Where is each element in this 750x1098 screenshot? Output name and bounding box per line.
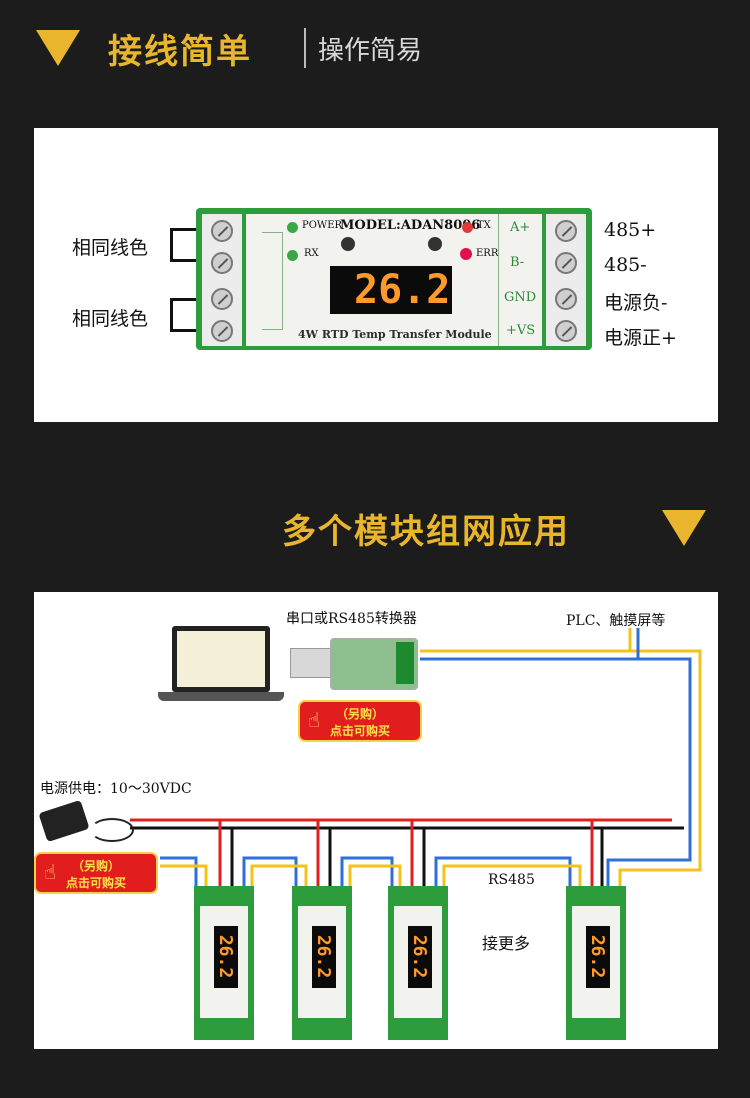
laptop-base-icon (158, 692, 284, 701)
screw-terminal (211, 220, 233, 242)
display-window (330, 266, 452, 314)
terminal-label-column (498, 214, 543, 346)
usb-plug-icon (290, 648, 332, 678)
bracket-top (170, 228, 202, 262)
section-title-network: 多个模块组网应用 (282, 512, 570, 552)
connect-more-label: 接更多 (482, 934, 531, 953)
button-right-icon (428, 237, 442, 251)
circuit-diagram-icon (262, 232, 283, 330)
mini-module-4: 26.2 (566, 886, 626, 1040)
screw-terminal (555, 320, 577, 342)
screw-terminal (555, 220, 577, 242)
converter-terminal-icon (396, 642, 414, 684)
buy-note: （另购） (335, 707, 384, 721)
button-left-icon (341, 237, 355, 251)
mini-module-3: 26.2 (388, 886, 448, 1040)
section-title-wiring: 接线简单 (108, 32, 252, 72)
screw-terminal (555, 252, 577, 274)
buy-note: （另购） (71, 859, 120, 873)
buy-link-text: 点击可购买 (329, 724, 390, 738)
terminal-label-a: A+ (510, 220, 531, 235)
right-label-485-plus: 485+ (604, 219, 657, 241)
hand-pointer-icon: ☝ (308, 708, 321, 732)
module-description: 4W RTD Temp Transfer Module (298, 328, 492, 341)
led-power-icon (287, 222, 298, 233)
led-rx-label: RX (304, 248, 319, 259)
led-err-icon (460, 248, 472, 260)
bracket-bottom (170, 298, 202, 332)
rs485-label: RS485 (488, 872, 535, 888)
power-supply-label: 电源供电：10～30VDC (40, 781, 192, 797)
led-err-label: ERR (476, 248, 499, 259)
right-label-485-minus: 485- (604, 254, 647, 276)
down-triangle-icon (662, 510, 706, 546)
model-label: MODEL:ADAN8006 (340, 218, 481, 233)
right-label-power-negative: 电源负- (604, 292, 668, 314)
screw-terminal (211, 252, 233, 274)
led-rx-icon (287, 250, 298, 261)
power-cable-icon (90, 818, 134, 842)
title-divider (304, 28, 306, 68)
screw-terminal (211, 288, 233, 310)
terminal-label-gnd: GND (504, 290, 537, 305)
buy-link-text: 点击可购买 (65, 876, 126, 890)
right-label-power-positive: 电源正+ (604, 327, 677, 349)
mini-display: 26.2 (215, 934, 237, 979)
screw-terminal (555, 288, 577, 310)
screw-terminal (211, 320, 233, 342)
buy-converter-button[interactable]: ☝ （另购） 点击可购买 (298, 700, 422, 742)
plc-label: PLC、触摸屏等 (566, 613, 666, 629)
same-color-label-2: 相同线色 (72, 308, 149, 330)
led-power-label: POWER (302, 220, 343, 231)
mini-module-2: 26.2 (292, 886, 352, 1040)
terminal-label-vs: +VS (506, 323, 536, 338)
terminal-label-b: B- (510, 255, 525, 270)
down-triangle-icon (36, 30, 80, 66)
same-color-label-1: 相同线色 (72, 237, 149, 259)
mini-display: 26.2 (409, 934, 431, 979)
laptop-icon (172, 626, 270, 692)
led-tx-icon (462, 222, 473, 233)
converter-label: 串口或RS485转换器 (286, 611, 417, 627)
hand-pointer-icon: ☝ (44, 860, 57, 884)
buy-power-button[interactable]: ☝ （另购） 点击可购买 (34, 852, 158, 894)
mini-display: 26.2 (587, 934, 609, 979)
temperature-display: 26.2 (354, 267, 451, 313)
led-tx-label: TX (477, 220, 491, 231)
mini-module-1: 26.2 (194, 886, 254, 1040)
mini-display: 26.2 (313, 934, 335, 979)
section-subtitle: 操作简易 (318, 36, 423, 66)
